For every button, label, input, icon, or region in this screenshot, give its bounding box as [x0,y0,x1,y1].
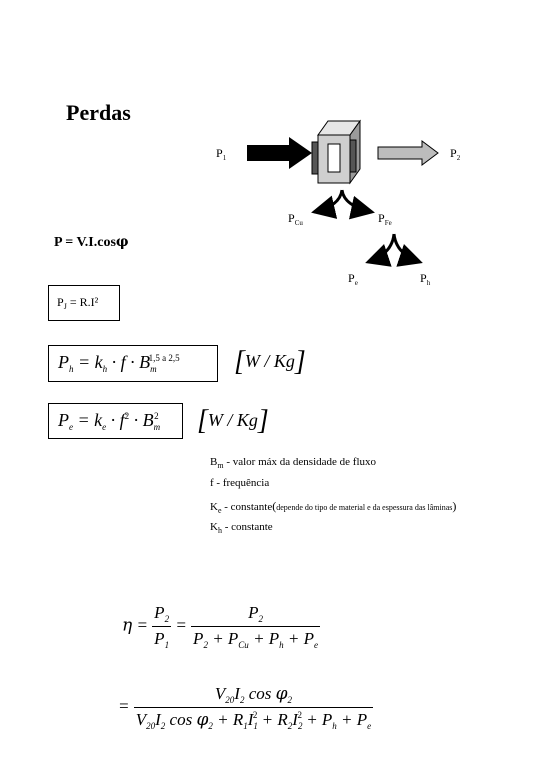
split-arrow-h [392,233,423,267]
legend-ke: Ke - constante(depende do tipo de materi… [210,499,457,515]
hysteresis-formula-box: Ph = kh · f · Bm1,5 a 2,5 [48,345,218,382]
label-pe: Pe [348,271,358,287]
input-arrow [247,137,312,169]
label-p2: P2 [450,146,461,162]
output-arrow [377,140,439,166]
split-arrow-fe [340,189,375,220]
transformer-core-icon [311,119,361,185]
unit-hysteresis: [W / Kg] [234,346,306,377]
efficiency-formula: η = P2 P1 = P2 P2 + PCu + Ph + Pe [122,603,321,650]
power-formula: P = V.I.cosφ [54,234,129,250]
eddy-formula-box: Pe = ke · f2 · Bm2 [48,403,183,439]
unit-eddy: [W / Kg] [197,405,269,436]
power-flow-diagram [247,119,439,267]
split-arrow-cu [311,189,344,219]
legend-kh: Kh - constante [210,521,273,535]
label-p1: P1 [216,146,227,162]
legend-f: f - frequência [210,477,270,489]
label-pfe: PFe [378,211,392,227]
legend-bm: Bm - valor máx da densidade de fluxo [210,456,376,470]
split-arrow-e [365,233,396,267]
efficiency-expanded-formula: = V20I2 cos φ2 V20I2 cos φ2 + R1I12 + R2… [118,684,374,731]
label-ph: Ph [420,271,431,287]
label-pcu: PCu [288,211,303,227]
joule-loss-box: PJ = R.I² [48,285,120,321]
page-title: Perdas [66,100,131,125]
